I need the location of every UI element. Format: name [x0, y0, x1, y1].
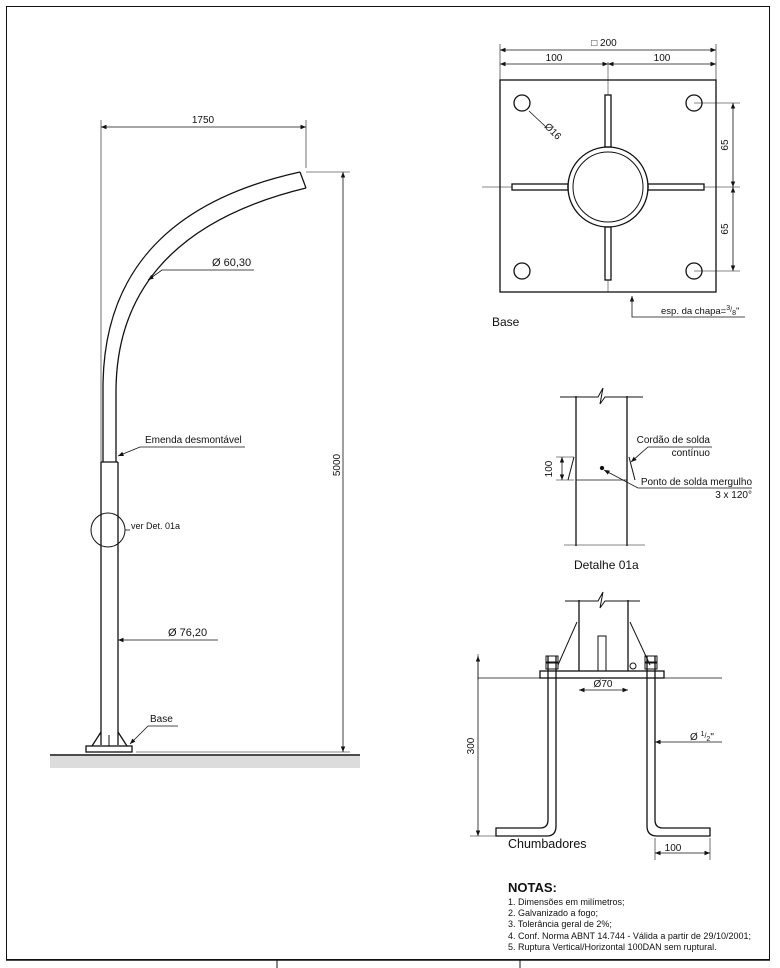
dim-300-label: 300: [466, 737, 477, 754]
gusset-left: [91, 731, 102, 747]
note-item: 1. Dimensões em milímetros;: [508, 897, 625, 907]
leader-60: [147, 269, 254, 281]
pole-upper-left: [102, 171, 301, 462]
detail-circle: [90, 512, 126, 548]
base-plan: [482, 44, 745, 318]
tube-outer: [567, 146, 649, 228]
base-title: Base: [492, 315, 520, 329]
rib-left: [511, 183, 569, 191]
anchor-bolt-left: [495, 656, 557, 837]
ground-fill: [50, 756, 360, 768]
dim-100-bottom-label: 100: [665, 843, 682, 854]
bolt-hole-tl: [513, 94, 531, 112]
pole-elevation: [50, 120, 360, 768]
dim-65-top-label: 65: [720, 139, 731, 151]
dim-5000-label: 5000: [332, 453, 343, 476]
rib-bottom: [604, 226, 612, 281]
leader-cordao: [630, 446, 712, 463]
det-weld-point: [599, 465, 605, 471]
pole-tip: [299, 171, 307, 189]
dim-65-bottom-label: 65: [720, 223, 731, 235]
dim-100-det-label: 100: [544, 460, 555, 477]
nut-right-top: [644, 655, 658, 663]
dim-1750-label: 1750: [192, 115, 215, 126]
note-item: 2. Galvanizado a fogo;: [508, 908, 599, 919]
leader-ponto: [603, 469, 752, 489]
dim-76-label: Ø 76,20: [168, 627, 207, 639]
det-break-line: [560, 387, 643, 405]
dim-60-label: Ø 60,30: [212, 257, 251, 269]
dim-16-label: Ø16: [542, 121, 563, 142]
dim-200-label: □ 200: [591, 38, 617, 49]
dim-100-left-label: 100: [546, 53, 563, 64]
ponto-label-2: 3 x 120°: [715, 490, 752, 501]
gusset-right: [117, 731, 128, 747]
notes-title: NOTAS:: [508, 880, 557, 895]
chumb-small-hole: [629, 662, 637, 670]
rib-right: [647, 183, 705, 191]
note-item: 5. Ruptura Vertical/Horizontal 100DAN se…: [508, 941, 717, 952]
nut-left-top: [545, 655, 559, 663]
tube-inner: [572, 151, 644, 223]
dim-100-right-label: 100: [654, 53, 671, 64]
bolt-hole-bl: [513, 262, 531, 280]
detalhe-title: Detalhe 01a: [574, 558, 639, 572]
chumb-plate: [539, 670, 665, 679]
dim-half-label: Ø 1/2": [690, 731, 714, 743]
ponto-label-1: Ponto de solda mergulho: [641, 477, 753, 488]
chumbadores-title: Chumbadores: [508, 837, 587, 851]
chumbadores: [470, 591, 722, 860]
base-callout-label: Base: [150, 714, 173, 725]
emenda-label: Emenda desmontável: [145, 435, 242, 446]
note-item: 4. Conf. Norma ABNT 14.744 - Válida a pa…: [508, 930, 751, 941]
nut-right-bottom: [644, 662, 658, 670]
notes-list: 1. Dimensões em milímetros; 2. Galvaniza…: [508, 897, 770, 953]
base-plate-elevation: [85, 745, 133, 753]
cordao-label-2: contínuo: [672, 448, 711, 459]
pole-upper-right: [115, 187, 307, 462]
notes-block: NOTAS: 1. Dimensões em milímetros; 2. Ga…: [508, 880, 770, 953]
dim-70-label: Ø70: [594, 679, 613, 690]
chumb-rib: [597, 635, 607, 673]
leader-16: [528, 110, 547, 128]
rib-top: [604, 94, 612, 148]
ver-det-label: ver Det. 01a: [131, 521, 180, 531]
nut-left-bottom: [545, 662, 559, 670]
cordao-label-1: Cordão de solda: [637, 435, 711, 446]
det-weld-left: [567, 456, 575, 481]
anchor-bolt-right: [646, 656, 711, 837]
leader-esp-chapa: [629, 296, 745, 318]
base-plate: [499, 79, 717, 293]
detail-01a: [556, 387, 752, 546]
esp-chapa-label: esp. da chapa=3/8": [661, 305, 739, 317]
leader-emenda: [117, 446, 245, 457]
note-item: 3. Tolerância geral de 2%;: [508, 919, 612, 930]
chumb-break-line: [565, 591, 640, 609]
det-weld-right: [628, 456, 636, 481]
chumb-gusset-left: [557, 621, 578, 666]
leader-base: [129, 725, 178, 745]
